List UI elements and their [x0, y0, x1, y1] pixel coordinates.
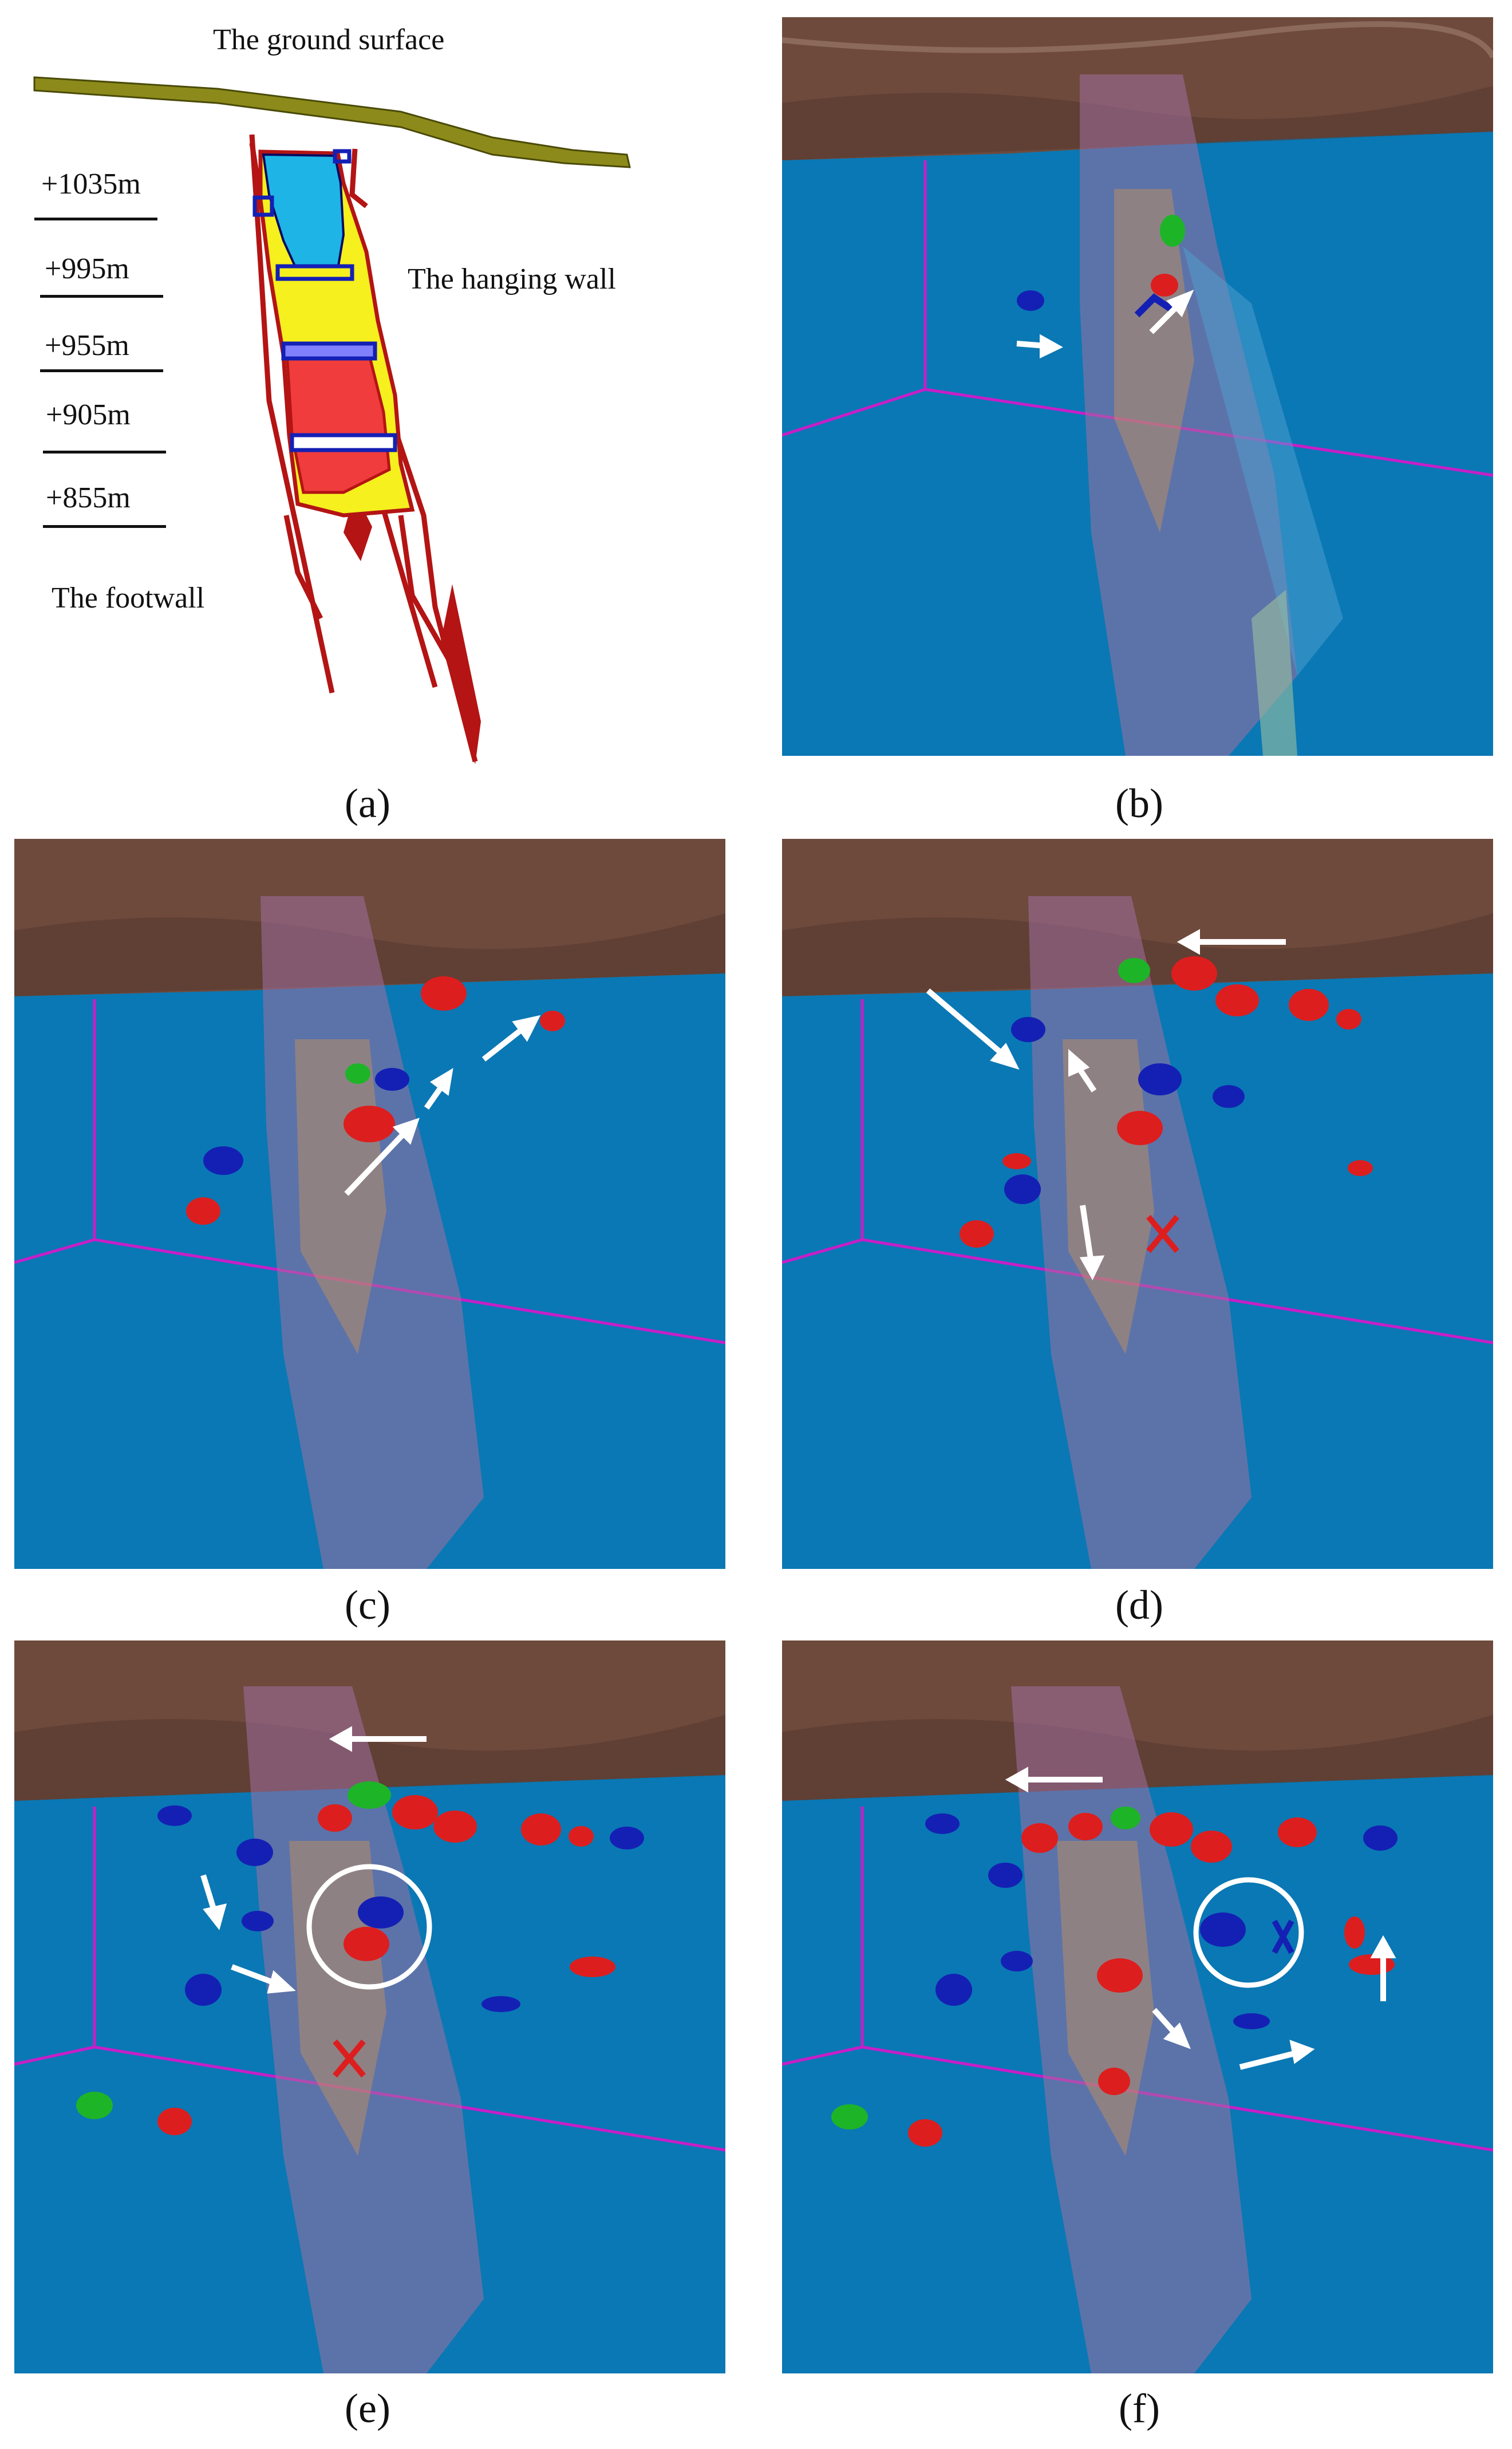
event-red — [392, 1795, 438, 1829]
caption-b: (b) — [1115, 780, 1163, 826]
event-red — [421, 976, 467, 1011]
caption-a: (a) — [345, 780, 390, 826]
event-green — [76, 2092, 113, 2119]
hanging-wall-label: The hanging wall — [408, 263, 616, 295]
event-red — [186, 1197, 220, 1225]
event-blue — [203, 1146, 243, 1175]
event-blue — [375, 1068, 409, 1091]
event-red — [540, 1011, 565, 1031]
level-line-995 — [40, 295, 163, 298]
event-red — [433, 1811, 477, 1843]
level-line-905 — [43, 451, 166, 453]
caption-e: (e) — [345, 2385, 390, 2431]
event-blue — [236, 1839, 273, 1866]
event-red — [1344, 1916, 1365, 1949]
event-red — [1336, 1009, 1361, 1030]
level-line-1035 — [34, 218, 157, 220]
level-label-855: +855m — [46, 482, 131, 514]
event-green — [1118, 958, 1150, 983]
panel-c — [14, 839, 725, 1569]
level-label-1035: +1035m — [41, 168, 141, 200]
level-label-995: +995m — [45, 253, 129, 285]
cluster-highlight-circle — [1193, 1877, 1304, 1988]
event-blue — [1001, 1951, 1033, 1971]
event-red — [1117, 1111, 1163, 1145]
stope-frames — [252, 149, 397, 452]
event-red — [1348, 1160, 1373, 1176]
view-3d-c — [14, 839, 725, 1569]
event-green — [348, 1781, 391, 1809]
level-label-905: +905m — [46, 399, 131, 431]
event-red — [1068, 1813, 1103, 1840]
orebody-section-diagram — [33, 76, 631, 764]
level-line-855 — [43, 525, 166, 528]
event-blue — [1004, 1174, 1041, 1204]
panel-f — [782, 1640, 1493, 2373]
event-red — [521, 1813, 561, 1845]
event-blue — [1200, 1912, 1246, 1947]
panel-a: The ground surface The hanging wall The … — [0, 0, 739, 767]
event-red — [1002, 1153, 1031, 1169]
event-red — [344, 1927, 389, 1961]
movement-arrows — [926, 929, 1286, 1280]
ground-surface-line — [33, 76, 631, 168]
event-blue — [925, 1813, 960, 1834]
event-red — [1097, 1958, 1143, 1993]
event-blue — [1363, 1825, 1397, 1851]
event-red — [960, 1220, 994, 1248]
caption-d: (d) — [1115, 1582, 1163, 1628]
view-3d-f — [782, 1640, 1493, 2373]
caption-c: (c) — [345, 1582, 390, 1628]
footwall-label: The footwall — [52, 582, 205, 614]
event-blue — [1233, 2013, 1270, 2029]
view-3d-d — [782, 839, 1493, 1569]
movement-arrows — [344, 1015, 541, 1196]
event-red — [1289, 989, 1329, 1021]
level-line-955 — [40, 369, 163, 372]
event-green — [1111, 1807, 1140, 1829]
event-red — [570, 1957, 615, 1977]
movement-arrows — [1016, 289, 1194, 358]
event-blue — [358, 1896, 404, 1929]
event-blue — [242, 1911, 274, 1931]
event-blue — [185, 1974, 222, 2006]
event-blue — [1213, 1085, 1245, 1108]
movement-arrows — [1005, 1766, 1396, 2070]
event-red — [1215, 984, 1259, 1016]
event-green — [1160, 215, 1185, 247]
event-red — [1278, 1817, 1317, 1847]
event-blue — [481, 1996, 520, 2012]
event-red — [1171, 956, 1217, 991]
event-blue — [935, 1974, 972, 2006]
fault-wedge — [441, 584, 481, 764]
event-blue — [1138, 1063, 1182, 1095]
cluster-highlight-circle — [306, 1864, 432, 1990]
event-blue — [1017, 290, 1044, 311]
event-blue — [157, 1805, 192, 1826]
event-red — [1150, 1812, 1193, 1847]
movement-arrows — [200, 1726, 427, 1994]
ground-surface-label: The ground surface — [213, 23, 445, 56]
panel-e — [14, 1640, 725, 2373]
event-red — [1021, 1823, 1058, 1853]
event-blue — [988, 1863, 1023, 1888]
event-red — [157, 2108, 192, 2135]
event-red — [344, 1106, 395, 1142]
event-green — [831, 2104, 868, 2129]
caption-f: (f) — [1119, 2385, 1160, 2431]
event-green — [345, 1063, 370, 1084]
event-red — [908, 2119, 942, 2147]
level-label-955: +955m — [45, 329, 129, 362]
event-red — [318, 1804, 352, 1832]
event-red — [1098, 2068, 1130, 2095]
event-red — [1151, 274, 1178, 297]
panel-d — [782, 839, 1493, 1569]
event-red — [1191, 1831, 1232, 1863]
event-blue — [1011, 1017, 1045, 1042]
view-3d-e — [14, 1640, 725, 2373]
panel-b — [782, 17, 1493, 756]
event-blue — [610, 1827, 644, 1849]
event-red — [569, 1826, 594, 1847]
view-3d-b — [782, 17, 1493, 756]
